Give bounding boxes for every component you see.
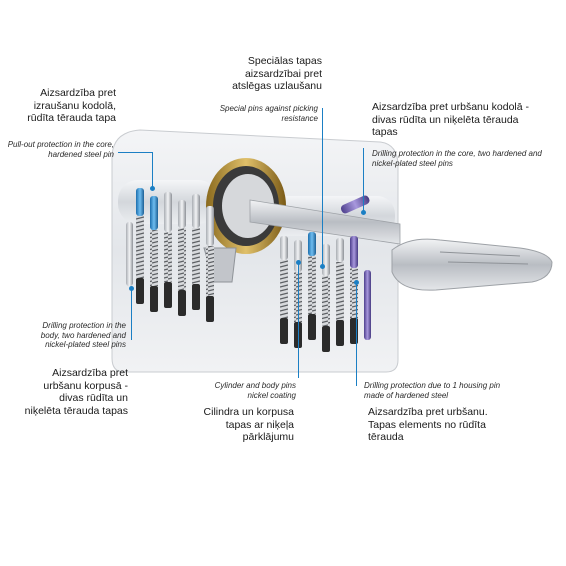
label-drill-body-lv: Aizsardzība pret urbšanu korpusā - divas… xyxy=(24,367,128,417)
label-drill-body-en: Drilling protection in the body, two har… xyxy=(40,321,126,349)
spring-right-3 xyxy=(322,276,330,326)
pin-right-3 xyxy=(322,244,330,276)
leader-dot-special-pins xyxy=(320,264,325,269)
pin-right-0 xyxy=(280,236,288,260)
pin-left-1 xyxy=(150,196,158,230)
spring-right-0 xyxy=(280,260,288,318)
label-special-pins-en: Special pins against picking resistance xyxy=(219,104,318,123)
label-drill-core-en: Drilling protection in the core, two har… xyxy=(372,149,542,168)
label-pull-out-lv: Aizsardzība pret izraušanu kodolā, rūdīt… xyxy=(27,87,116,124)
leader-dot-nickel xyxy=(296,260,301,265)
driver-pin-left-4 xyxy=(192,284,200,310)
label-nickel-en: Cylinder and body pins nickel coating xyxy=(214,381,296,400)
pin-left-0 xyxy=(136,188,144,216)
driver-pin-left-5 xyxy=(206,296,214,322)
body-drill-pin-1 xyxy=(126,222,133,286)
leader-nickel xyxy=(298,262,299,378)
driver-pin-left-0 xyxy=(136,278,144,304)
leader-pull-out-v xyxy=(152,152,153,188)
driver-pin-left-2 xyxy=(164,282,172,308)
driver-pin-left-1 xyxy=(150,286,158,312)
leader-special-pins xyxy=(322,108,323,266)
label-special-pins-lv: Speciālas tapas aizsardzībai pret atslēg… xyxy=(232,55,322,92)
pin-left-3 xyxy=(178,200,186,228)
leader-drill-core xyxy=(363,148,364,212)
leader-dot-drill-body xyxy=(129,286,134,291)
label-drill-core-lv: Aizsardzība pret urbšanu kodolā - divas … xyxy=(372,101,530,138)
label-pull-out-en: Pull-out protection in the core, hardene… xyxy=(7,140,114,159)
pin-left-4 xyxy=(192,194,200,228)
spring-right-5 xyxy=(350,268,358,318)
pin-right-4 xyxy=(336,238,344,262)
driver-pin-right-4 xyxy=(336,320,344,346)
pin-left-2 xyxy=(164,192,172,232)
pin-right-2 xyxy=(308,232,316,256)
spring-left-0 xyxy=(136,216,144,278)
leader-dot-pull-out xyxy=(150,186,155,191)
label-nickel-lv: Cilindra un korpusa tapas ar niķeļa pārk… xyxy=(203,406,294,443)
leader-housing-pin xyxy=(356,282,357,386)
driver-pin-left-3 xyxy=(178,290,186,316)
spring-right-2 xyxy=(308,256,316,314)
leader-pull-out-h xyxy=(118,152,152,153)
leader-dot-housing-pin xyxy=(354,280,359,285)
driver-pin-right-2 xyxy=(308,314,316,340)
pin-right-5 xyxy=(350,236,358,268)
pin-left-5 xyxy=(206,206,214,246)
label-housing-pin-lv: Aizsardzība pret urbšanu. Tapas elements… xyxy=(368,406,488,443)
housing-pin xyxy=(364,270,371,340)
leader-drill-body xyxy=(131,288,132,340)
leader-dot-drill-core xyxy=(361,210,366,215)
spring-left-2 xyxy=(164,232,172,282)
driver-pin-right-0 xyxy=(280,318,288,344)
spring-right-4 xyxy=(336,262,344,320)
spring-left-3 xyxy=(178,228,186,290)
spring-left-4 xyxy=(192,228,200,284)
spring-left-1 xyxy=(150,230,158,286)
driver-pin-right-3 xyxy=(322,326,330,352)
label-housing-pin-en: Drilling protection due to 1 housing pin… xyxy=(364,381,501,400)
spring-left-5 xyxy=(206,246,214,296)
